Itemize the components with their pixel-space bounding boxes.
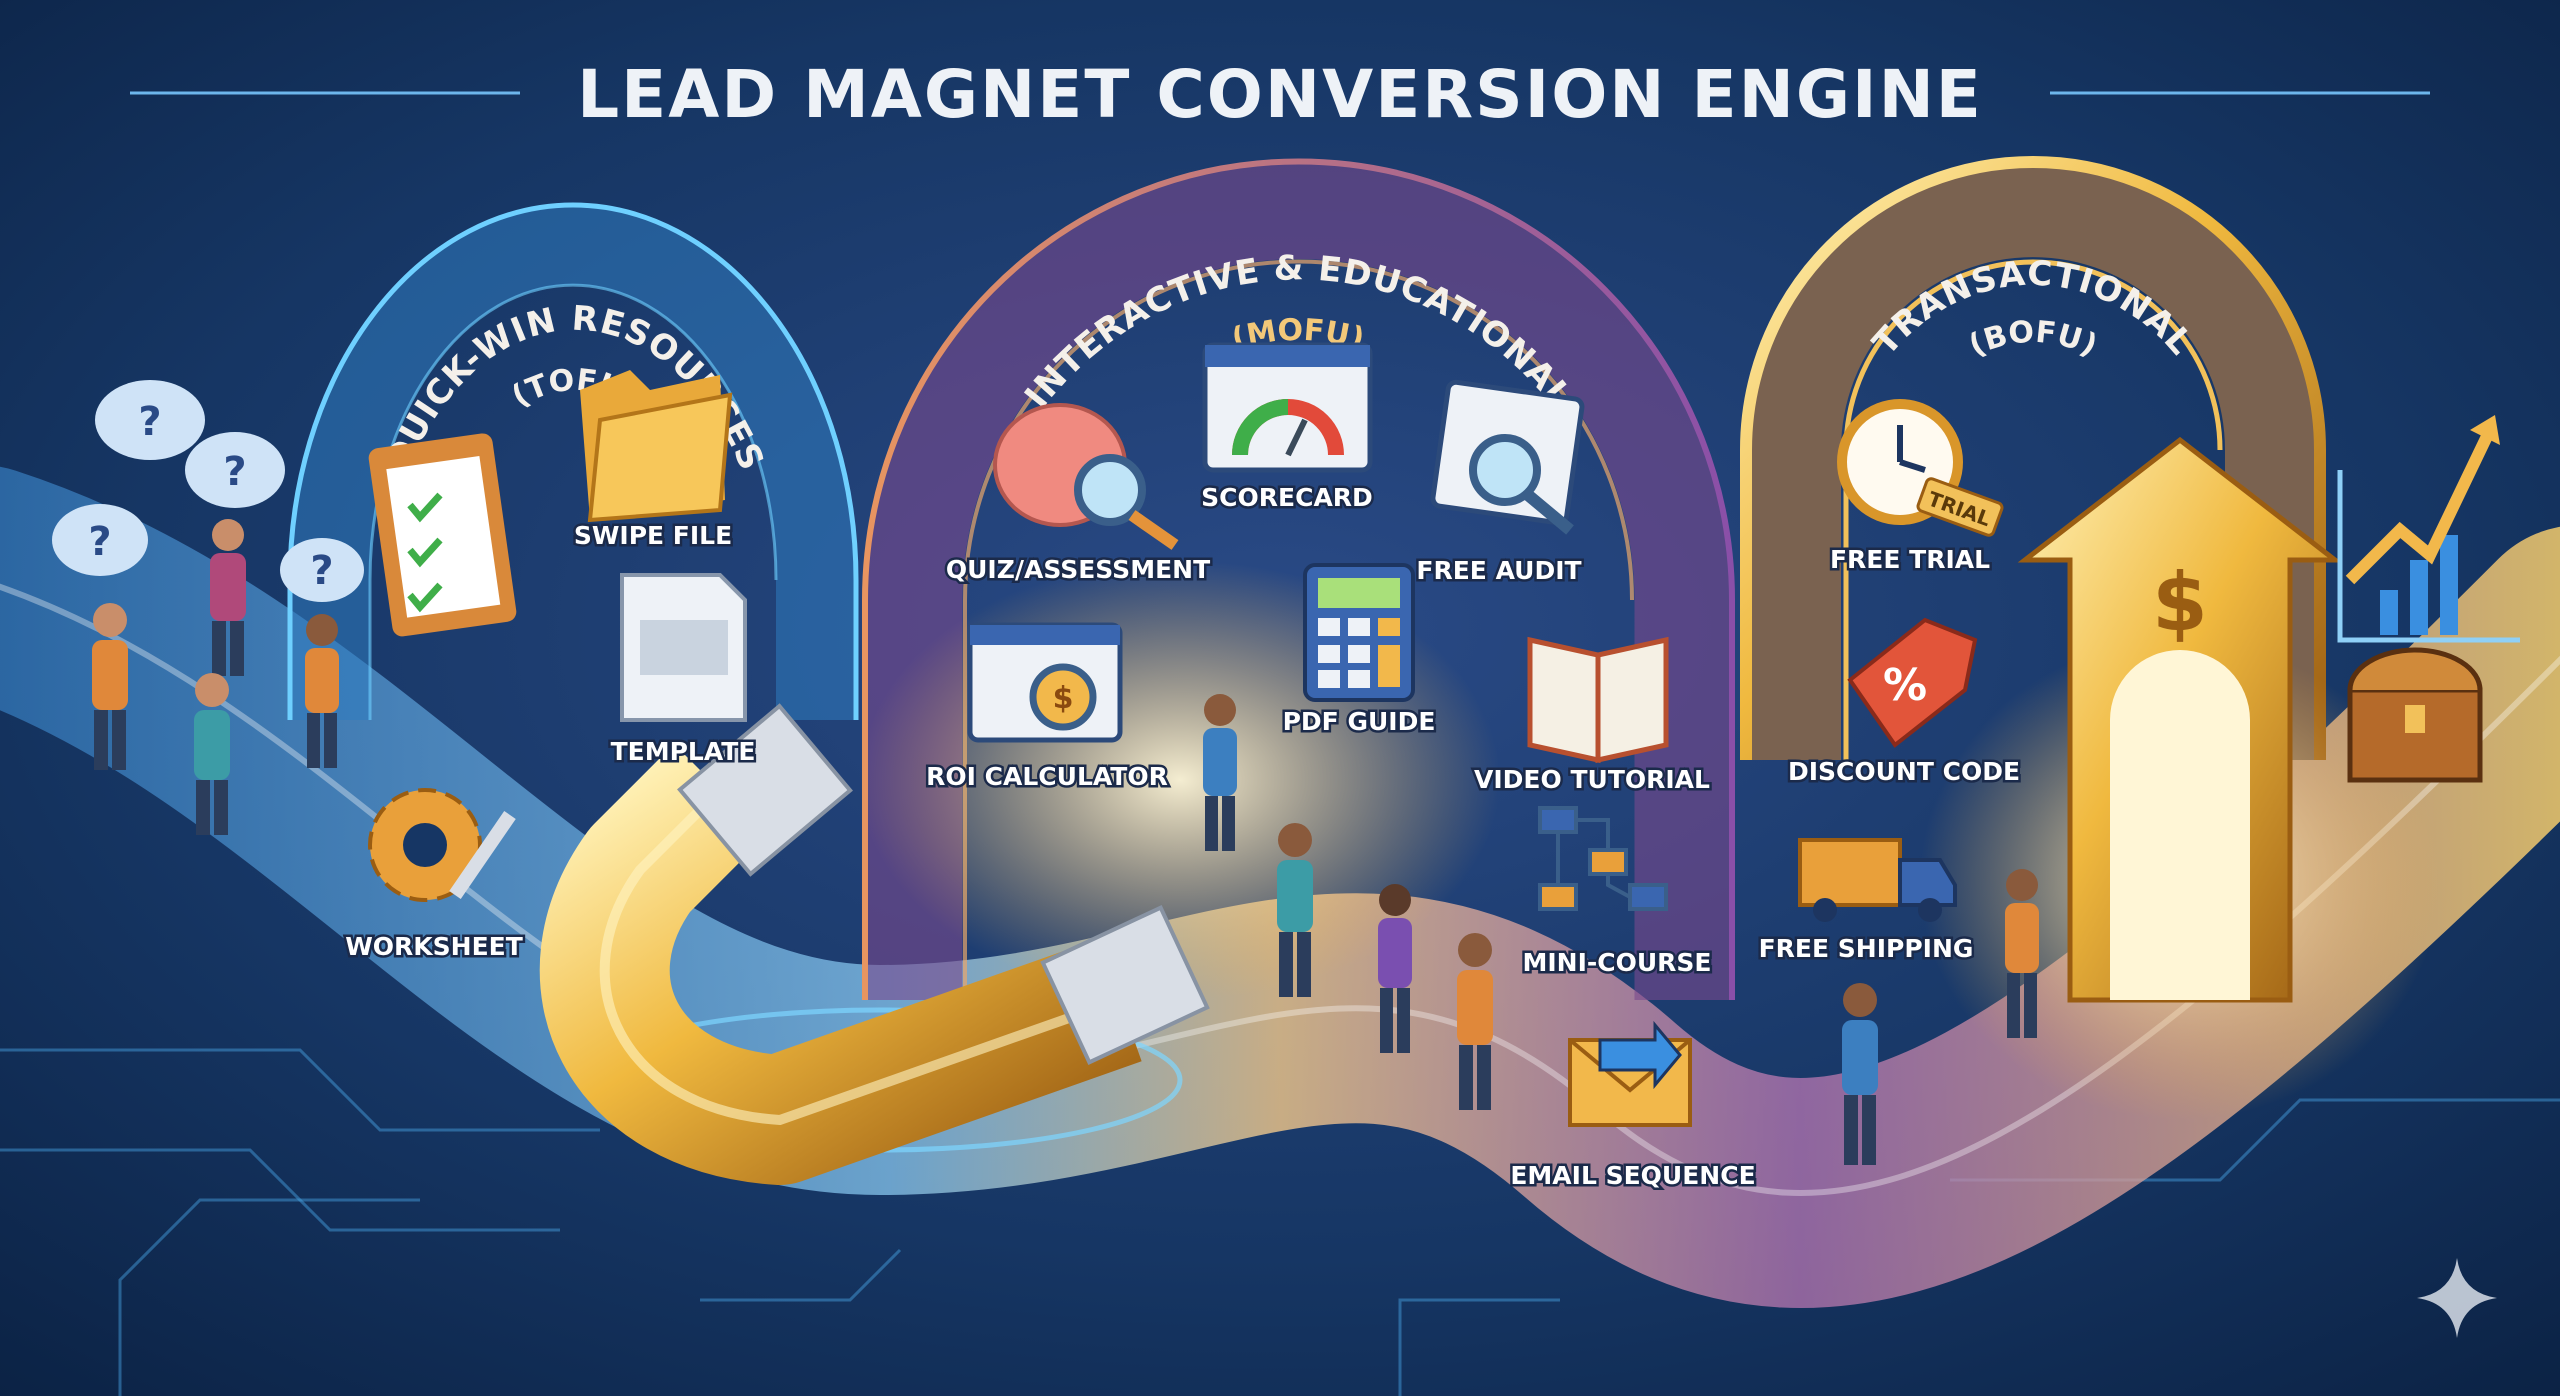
svg-text:%: % [1883,660,1927,711]
person [1457,933,1493,1110]
item-label-video-tutorial: VIDEO TUTORIAL [1474,765,1710,794]
person [210,519,246,676]
item-label-email-sequence: EMAIL SEQUENCE [1510,1161,1755,1190]
sparkle-icon [2417,1258,2497,1338]
person [1277,823,1313,997]
item-label-roi-calculator: ROI CALCULATOR [926,762,1168,791]
envelope-icon [1568,1020,1692,1127]
gear-pencil-icon [368,788,516,902]
clock-trial-icon: TRIAL [1837,399,2004,537]
person [1842,983,1878,1165]
item-label-worksheet: WORKSHEET [345,932,523,961]
person [1378,884,1412,1053]
svg-text:?: ? [138,399,161,445]
brain-magnifier-icon [993,403,1179,550]
svg-text:?: ? [310,548,333,594]
item-label-quiz-assessment: QUIZ/ASSESSMENT [946,555,1210,584]
document-icon [620,573,747,722]
person [305,614,339,768]
folder-icon [580,370,733,523]
question-bubble-icon: ? [185,432,285,508]
item-label-free-shipping: FREE SHIPPING [1759,934,1974,963]
open-book-icon [1527,636,1669,764]
item-label-discount-code: DISCOUNT CODE [1788,757,2020,786]
calculator-icon [1303,563,1415,702]
svg-text:$: $ [2152,556,2208,649]
conversion-gateway-icon: $ [2017,436,2343,1003]
person [2005,869,2039,1038]
item-label-scorecard: SCORECARD [1201,483,1373,512]
percent-tag-icon: % [1847,617,1978,748]
person [194,673,230,835]
audit-window-icon [1430,379,1585,535]
person [92,603,128,770]
item-label-mini-course: MINI-COURSE [1522,948,1711,977]
item-label-free-trial: FREE TRIAL [1830,545,1990,574]
person [1203,694,1237,851]
confused-visitors-bubbles: ? ? ? ? [52,380,364,602]
question-bubble-icon: ? [52,504,148,576]
question-bubble-icon: ? [95,380,205,460]
checklist-clipboard-icon [368,433,517,637]
magnet-icon [539,703,1210,1185]
treasure-chest-icon [2347,647,2483,783]
question-bubble-icon: ? [280,538,364,602]
svg-text:?: ? [223,449,246,495]
roi-window-icon: $ [967,622,1123,743]
flowchart-icon [1538,806,1668,911]
svg-text:?: ? [88,519,111,565]
page-title: LEAD MAGNET CONVERSION ENGINE [577,56,1983,133]
item-label-free-audit: FREE AUDIT [1416,556,1581,585]
item-label-pdf-guide: PDF GUIDE [1283,707,1436,736]
gauge-window-icon [1202,342,1373,473]
delivery-truck-icon [1798,838,1957,922]
growth-chart-icon [2337,415,2520,643]
item-label-swipe-file: SWIPE FILE [574,521,732,550]
svg-text:$: $ [1053,681,1074,716]
item-label-template: TEMPLATE [611,737,756,766]
